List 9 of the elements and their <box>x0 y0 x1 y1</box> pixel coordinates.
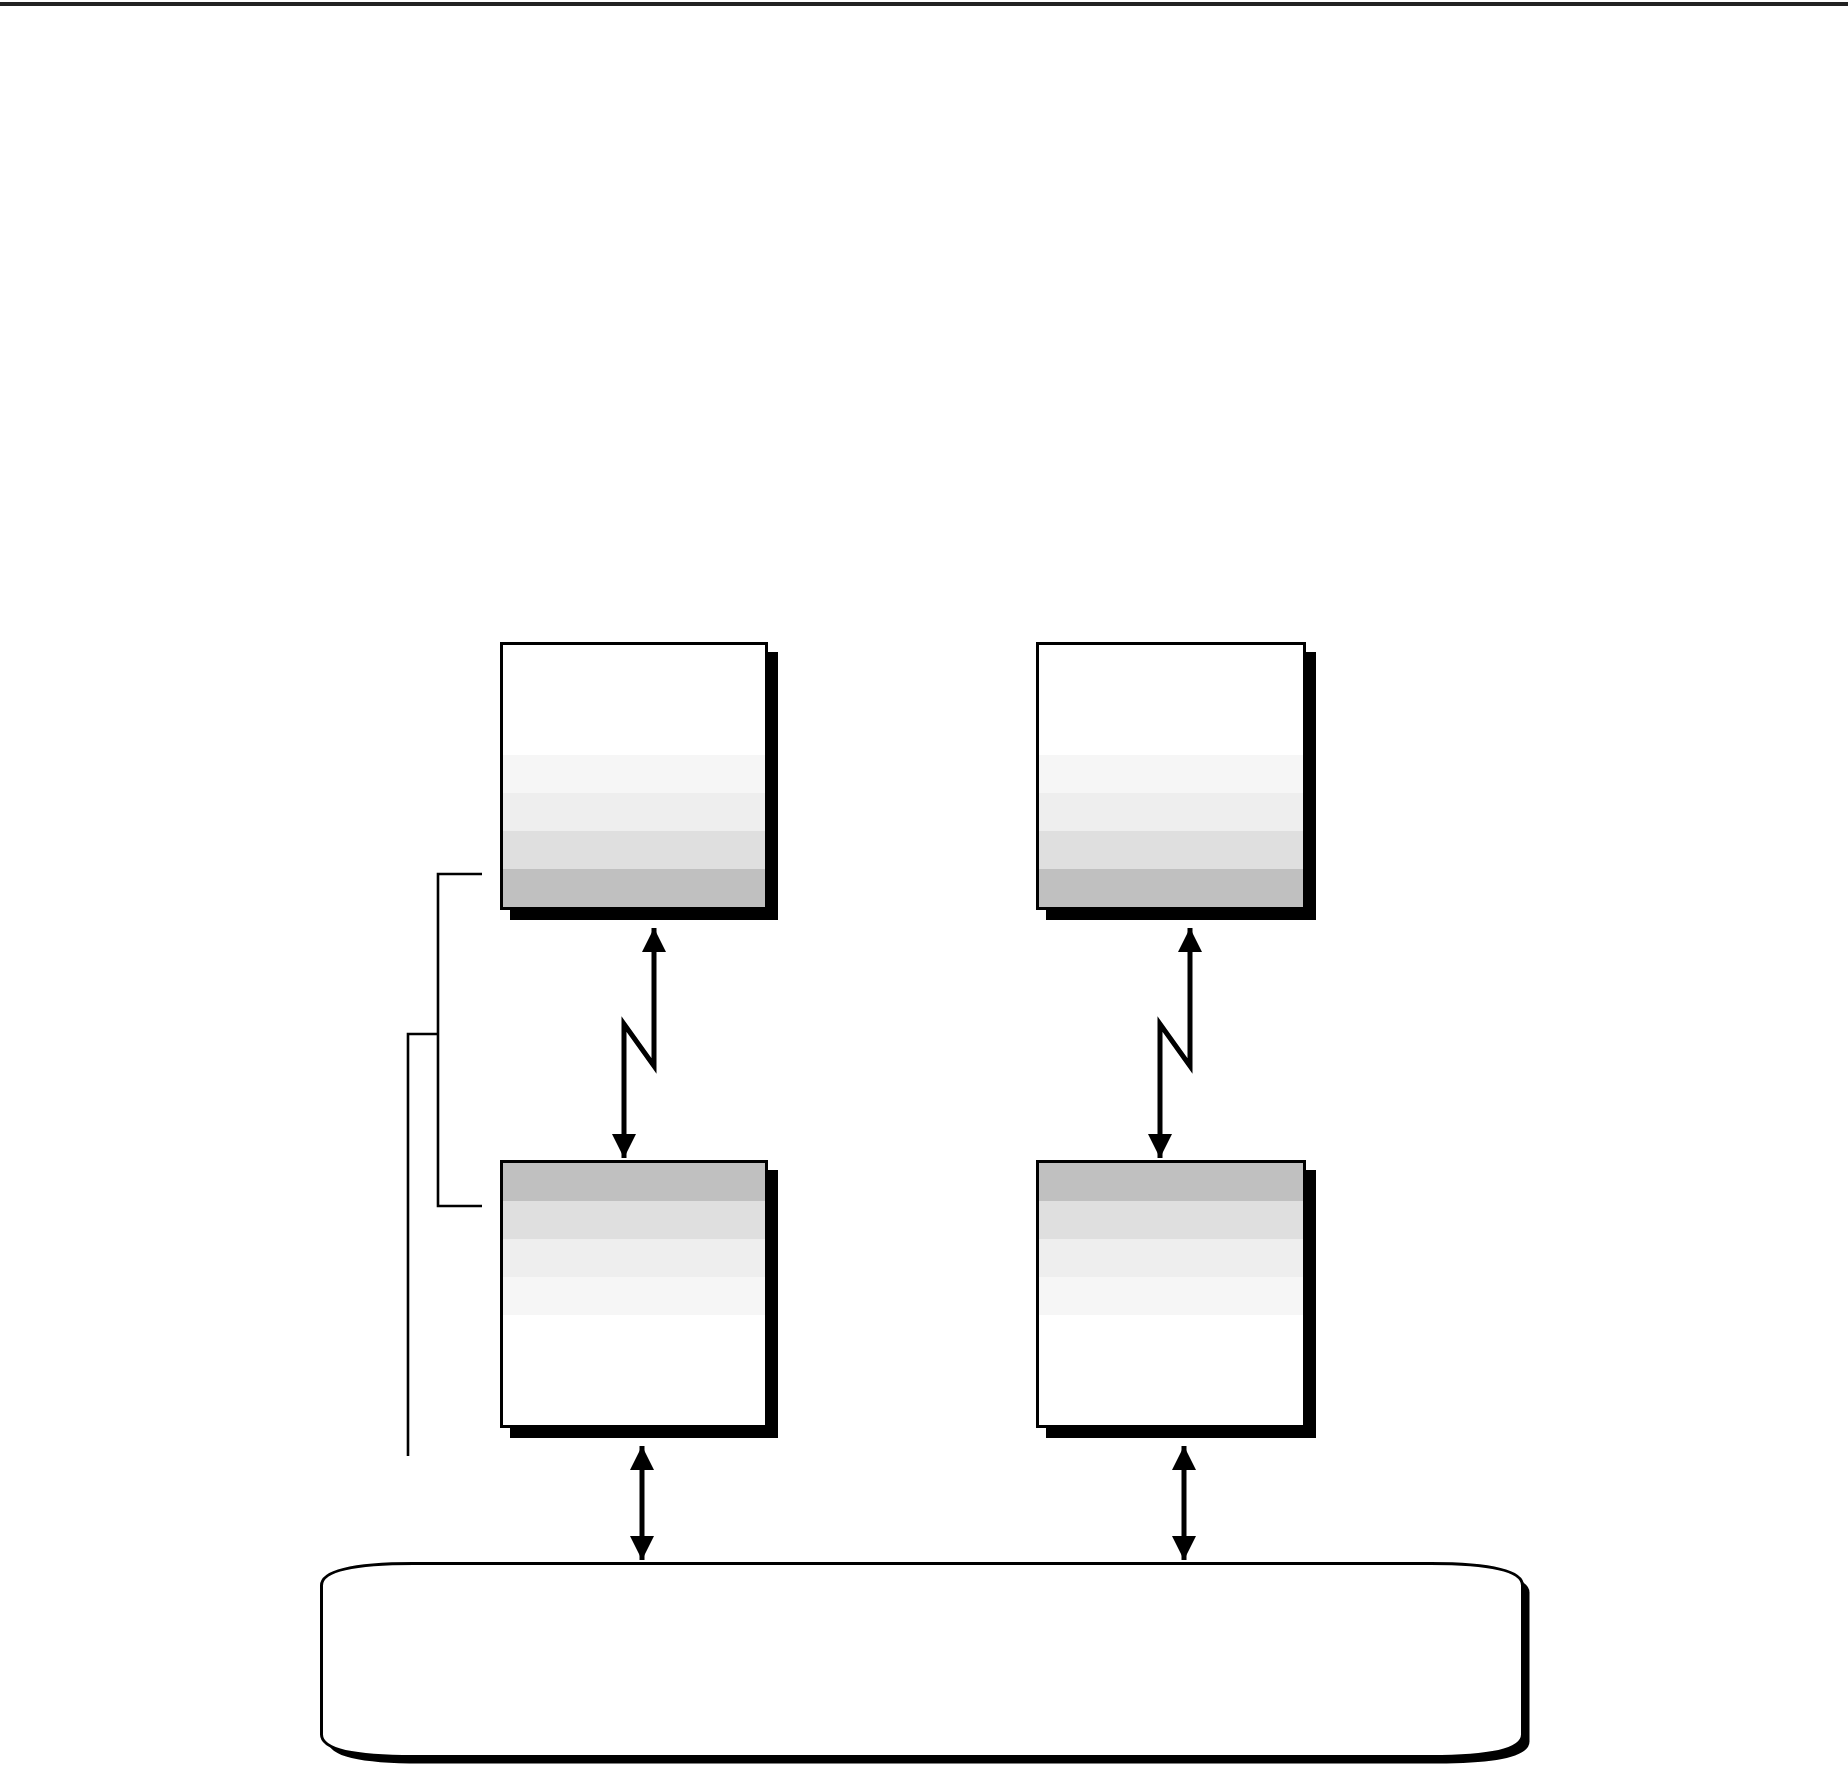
shaded-box <box>500 1160 778 1438</box>
shaded-box <box>1036 1160 1316 1438</box>
double-arrow <box>1172 1446 1196 1560</box>
zigzag-double-arrow <box>612 928 666 1158</box>
shaded-box <box>1036 642 1316 920</box>
zigzag-double-arrow <box>1148 928 1202 1158</box>
shaded-box <box>500 642 778 920</box>
double-arrow <box>630 1446 654 1560</box>
rounded-panel <box>320 1562 1532 1766</box>
